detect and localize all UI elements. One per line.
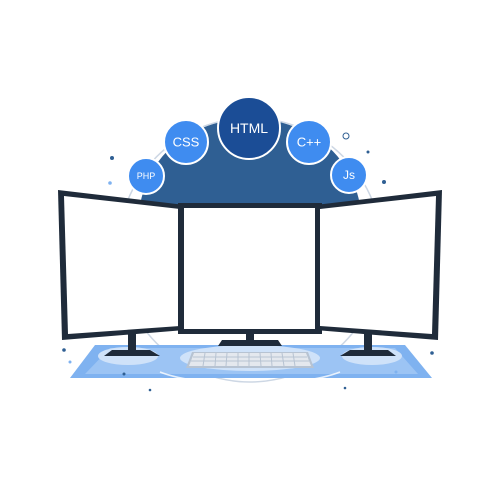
center-monitor: [178, 203, 322, 334]
php-label: PHP: [137, 171, 156, 181]
js-label: Js: [343, 168, 355, 182]
html-label: HTML: [230, 120, 268, 136]
js-bubble: Js: [330, 156, 368, 194]
html-bubble: HTML: [217, 96, 281, 160]
left-monitor: [58, 190, 185, 340]
decorative-sparkles: [62, 132, 434, 392]
right-monitor: [315, 190, 442, 340]
keyboard: [186, 352, 314, 368]
cpp-label: C++: [297, 135, 322, 150]
cpp-bubble: C++: [286, 119, 332, 165]
php-bubble: PHP: [127, 157, 165, 195]
css-label: CSS: [173, 135, 200, 150]
monitor-stands: [104, 330, 396, 356]
css-bubble: CSS: [163, 119, 209, 165]
